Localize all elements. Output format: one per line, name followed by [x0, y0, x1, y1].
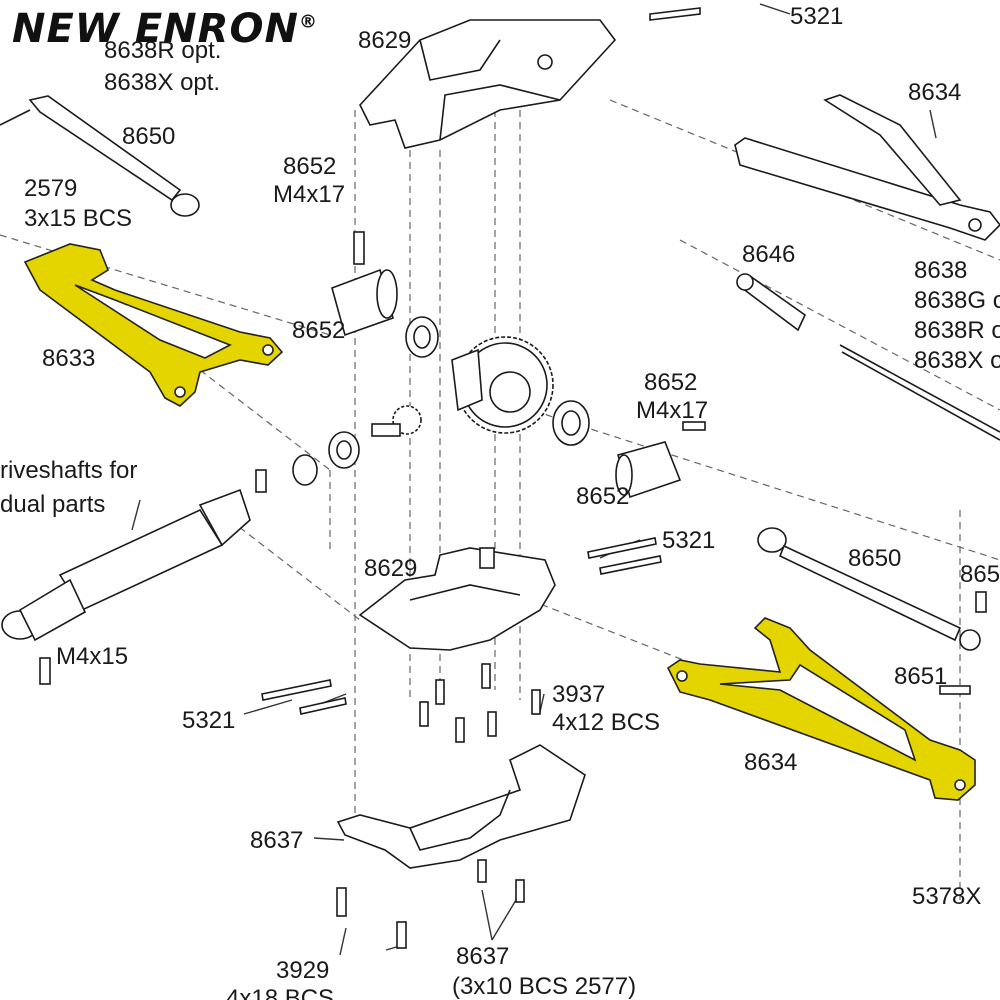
part-label: 8650: [122, 123, 176, 150]
part-label: M4x17: [636, 397, 709, 424]
part-label: 8637: [250, 827, 304, 854]
part-label: 8638: [914, 257, 968, 284]
brand-name: NEW ENRON: [12, 6, 299, 52]
screws-3929: [336, 859, 525, 949]
lower-arm-8633: [23, 243, 284, 407]
part-label: 4x12 BCS: [552, 709, 661, 736]
part-label: 3929: [276, 957, 330, 984]
part-label: 8646: [742, 241, 796, 268]
pins-5321: [261, 7, 701, 715]
diff-output-cups: [331, 231, 706, 499]
part-label: 8638X o: [914, 347, 1000, 374]
part-label: 8652: [283, 153, 337, 180]
center-driveshaft: [1, 469, 267, 685]
part-label: M4x15: [56, 643, 129, 670]
part-label: 8634: [908, 79, 962, 106]
ring-gear-differential: [451, 336, 554, 434]
pinion-gear: [371, 405, 422, 437]
part-label: (3x10 BCS 2577): [452, 973, 637, 1000]
part-label: 5321: [182, 707, 236, 734]
camber-link-8646: [736, 273, 1000, 441]
part-label: 8652: [576, 483, 630, 510]
upper-arm-8634: [734, 94, 1000, 241]
assembly-guide-lines: [0, 99, 1000, 900]
part-label: 8652: [644, 369, 698, 396]
part-label: 5321: [790, 3, 844, 30]
part-label: 8629: [358, 27, 412, 54]
chassis-lower-8629: [358, 547, 556, 651]
screws-3937: [419, 663, 541, 743]
part-label: 2579: [24, 175, 78, 202]
part-label: 8651: [894, 663, 948, 690]
registered-mark: ®: [298, 11, 318, 33]
part-label: dual parts: [0, 491, 106, 518]
part-label: 8638R o: [914, 317, 1000, 344]
brand-logo: NEW ENRON®: [12, 6, 318, 52]
lower-arm-8634: [666, 617, 976, 801]
part-label: 8652: [292, 317, 346, 344]
part-label: 8638X opt.: [104, 69, 221, 96]
part-label: 8629: [364, 555, 418, 582]
driveshaft-8650-right: [757, 527, 987, 695]
part-label: 5321: [662, 527, 716, 554]
part-label: 8638R opt.: [104, 37, 222, 64]
part-label: 8633: [42, 345, 96, 372]
part-label: 865: [960, 561, 1000, 588]
part-label: 5378X: [912, 883, 982, 910]
part-label: riveshafts for: [0, 457, 138, 484]
part-label: 4x18 BCS: [226, 985, 335, 1000]
driveshaft-8650-left: [0, 95, 200, 217]
part-label: 3x15 BCS: [24, 205, 133, 232]
skid-plate-8637: [336, 744, 586, 869]
part-label: 8638G o: [914, 287, 1000, 314]
part-label: 8650: [848, 545, 902, 572]
part-label: 8634: [744, 749, 798, 776]
part-label: 8637: [456, 943, 510, 970]
bearings: [292, 316, 590, 486]
part-label: 3937: [552, 681, 606, 708]
part-label: M4x17: [273, 181, 346, 208]
chassis-upper-8629: [359, 19, 617, 149]
